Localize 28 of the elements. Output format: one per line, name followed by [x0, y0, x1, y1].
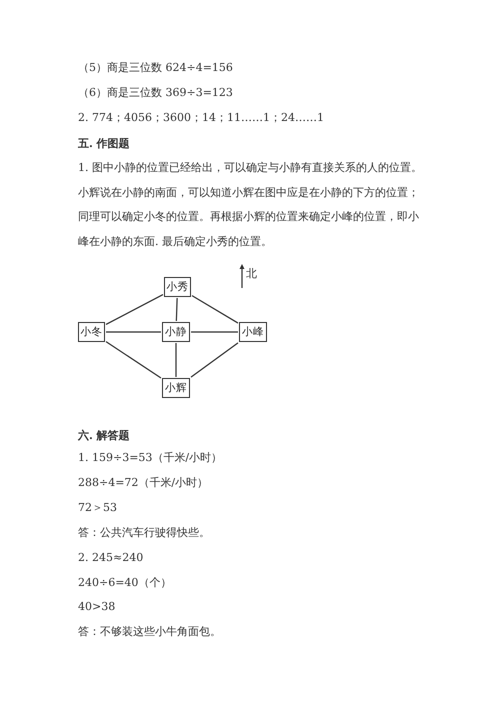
answer-line: 72＞53: [78, 500, 117, 516]
answer-line: 240÷6=40（个）: [78, 575, 172, 591]
answer-line: 288÷4=72（千米/小时）: [78, 475, 208, 491]
connector-line: [175, 343, 177, 377]
north-label: 北: [246, 266, 257, 282]
section-heading: 五. 作图题: [78, 136, 130, 152]
name-box: 小冬: [78, 322, 105, 342]
connector-line: [106, 331, 161, 333]
answer-line: 1. 159÷3=53（千米/小时）: [78, 450, 222, 466]
name-box: 小静: [162, 322, 190, 342]
connector-line: [191, 331, 238, 333]
connector-line: [190, 342, 238, 378]
answer-line: 2. 245≈240: [78, 550, 144, 566]
section-heading: 六. 解答题: [78, 428, 130, 444]
explanation-paragraph: 1. 图中小静的位置已经给出，可以确定与小静有直接关系的人的位置。小辉说在小静的南面，可以知道小辉在图中应是在小静的下方的位置；同理可以确定小冬的位置。再根据小辉的位置来确定小峰的位置，即小峰在小静的东面. 最后确定小秀的位置。: [78, 160, 423, 250]
connector-line: [106, 294, 164, 325]
name-box: 小辉: [162, 378, 190, 398]
answer-line: （6）商是三位数 369÷3=123: [78, 85, 233, 101]
answer-line: 答：不够装这些小牛角面包。: [78, 624, 221, 640]
answer-line: 40>38: [78, 599, 116, 615]
connector-line: [106, 341, 162, 379]
connector-line: [176, 298, 178, 322]
name-box: 小秀: [164, 277, 191, 297]
answer-line: 2. 774；4056；3600；14；11……1；24……1: [78, 110, 324, 126]
connector-line: [192, 295, 238, 324]
answer-line: 答：公共汽车行驶得快些。: [78, 525, 210, 541]
answer-line: （5）商是三位数 624÷4=156: [78, 60, 233, 76]
name-box: 小峰: [239, 322, 267, 342]
